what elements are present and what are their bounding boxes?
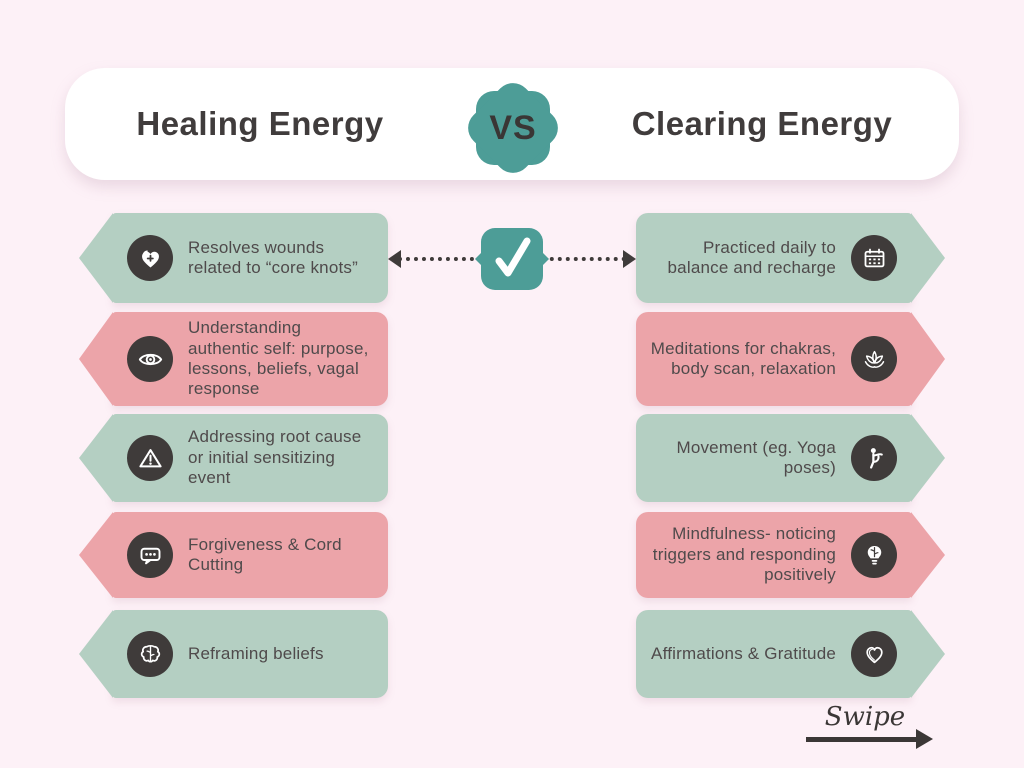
lightbulb-brain-icon (851, 532, 897, 578)
doodle-heart-icon (851, 631, 897, 677)
card-text: Resolves wounds related to “core knots” (188, 237, 358, 277)
arrow-left-icon (388, 250, 401, 268)
heart-cross-icon (127, 235, 173, 281)
card-left-point (79, 312, 113, 406)
card-right-point (911, 610, 945, 698)
swipe-arrow-icon (806, 737, 918, 742)
arrow-right-icon (623, 250, 636, 268)
left-column-title: Healing Energy (136, 105, 384, 142)
card-understanding-authentic-self: Understanding authentic self: purpose, l… (79, 312, 388, 406)
card-left-point (79, 610, 113, 698)
chat-bubble-icon (127, 532, 173, 578)
warning-triangle-icon (127, 435, 173, 481)
card-movement: Movement (eg. Yoga poses) (636, 414, 945, 502)
card-reframing-beliefs: Reframing beliefs (79, 610, 388, 698)
card-text: Meditations for chakras, body scan, rela… (650, 338, 836, 378)
card-text: Addressing root cause or initial sensiti… (188, 427, 362, 488)
check-badge (475, 228, 549, 290)
swipe-arrowhead-icon (916, 729, 933, 749)
card-practiced-daily: Practiced daily to balance and recharge (636, 213, 945, 303)
card-affirmations-gratitude: Affirmations & Gratitude (636, 610, 945, 698)
card-text: Reframing beliefs (188, 643, 324, 663)
right-column-title: Clearing Energy (631, 105, 893, 142)
card-right-point (911, 512, 945, 598)
brain-icon (127, 631, 173, 677)
card-text: Understanding authentic self: purpose, l… (188, 318, 369, 399)
card-forgiveness-cord-cutting: Forgiveness & Cord Cutting (79, 512, 388, 598)
card-right-point (911, 213, 945, 303)
card-right-point (911, 414, 945, 502)
card-left-point (79, 512, 113, 598)
card-right-point (911, 312, 945, 406)
swipe-label: Swipe (824, 702, 906, 732)
vs-label: VS (489, 108, 537, 147)
yoga-pose-icon (851, 435, 897, 481)
eye-icon (127, 336, 173, 382)
card-text: Forgiveness & Cord Cutting (188, 534, 342, 574)
card-text: Affirmations & Gratitude (651, 643, 836, 663)
card-mindfulness: Mindfulness- noticing triggers and respo… (636, 512, 945, 598)
lotus-icon (851, 336, 897, 382)
card-meditations: Meditations for chakras, body scan, rela… (636, 312, 945, 406)
card-left-point (79, 213, 113, 303)
card-resolves-wounds: Resolves wounds related to “core knots” (79, 213, 388, 303)
check-icon (495, 237, 531, 277)
card-left-point (79, 414, 113, 502)
card-addressing-root-cause: Addressing root cause or initial sensiti… (79, 414, 388, 502)
calendar-icon (851, 235, 897, 281)
vs-badge: VS (460, 75, 566, 181)
card-text: Mindfulness- noticing triggers and respo… (652, 524, 836, 585)
card-text: Movement (eg. Yoga poses) (676, 437, 836, 477)
card-text: Practiced daily to balance and recharge (667, 237, 836, 277)
